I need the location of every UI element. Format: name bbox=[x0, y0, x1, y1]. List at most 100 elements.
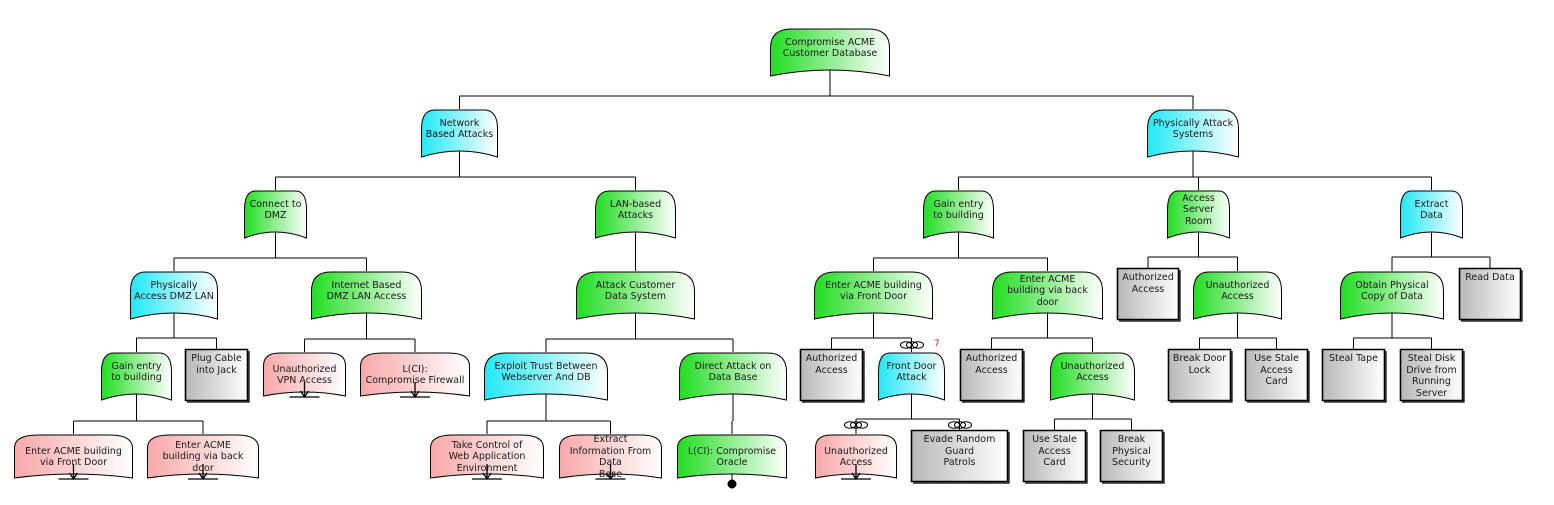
connector bbox=[304, 313, 416, 352]
node-unauthorized-back[interactable]: Unauthorized Access bbox=[1050, 350, 1135, 402]
node-shape bbox=[1050, 352, 1135, 401]
node-shape bbox=[959, 348, 1025, 403]
node-gain-entry-top[interactable]: Gain entry to building bbox=[923, 188, 994, 240]
connector bbox=[275, 151, 636, 190]
node-lci-firewall[interactable]: L(CI): Compromise Firewall bbox=[360, 350, 470, 400]
leaf-arrow-icon bbox=[595, 464, 626, 481]
node-break-door-lock[interactable]: Break Door Lock bbox=[1167, 348, 1233, 403]
node-enter-back-top[interactable]: Enter ACME building via back door bbox=[992, 269, 1103, 321]
node-authorized-front[interactable]: Authorized Access bbox=[799, 348, 865, 403]
chain-link-icon bbox=[900, 341, 924, 349]
leaf-arrow-icon bbox=[289, 382, 320, 399]
connector bbox=[991, 313, 1093, 352]
node-shape bbox=[484, 352, 608, 401]
node-read-data[interactable]: Read Data bbox=[1458, 267, 1523, 322]
node-label: Obtain Physical Copy of Data bbox=[1355, 279, 1429, 303]
node-label: Front Door Attack bbox=[886, 360, 937, 384]
node-label: Gain entry to building bbox=[111, 360, 162, 384]
node-shape bbox=[992, 271, 1103, 320]
node-label: Steal Tape bbox=[1328, 353, 1378, 364]
node-label: Extract Information From Data Base bbox=[569, 434, 652, 480]
node-root[interactable]: Compromise ACME Customer Database bbox=[770, 26, 890, 78]
connector bbox=[1147, 232, 1238, 271]
node-label: Physically Access DMZ LAN bbox=[134, 279, 214, 303]
node-shape bbox=[595, 190, 676, 239]
node-steal-tape[interactable]: Steal Tape bbox=[1321, 348, 1387, 403]
node-label: Use Stale Access Card bbox=[1254, 353, 1299, 387]
node-authorized-server[interactable]: Authorized Access bbox=[1116, 267, 1181, 322]
node-connect-dmz[interactable]: Connect to DMZ bbox=[244, 188, 307, 240]
node-stale-card-back[interactable]: Use Stale Access Card bbox=[1022, 429, 1088, 484]
node-shape bbox=[1022, 429, 1088, 484]
connector bbox=[731, 394, 734, 434]
node-label: Unauthorized Access bbox=[1205, 279, 1270, 303]
node-shape bbox=[263, 352, 346, 399]
node-shape bbox=[360, 352, 470, 399]
node-shape bbox=[799, 348, 865, 403]
node-plug-cable[interactable]: Plug Cable into Jack bbox=[184, 348, 250, 403]
node-unauthorized-vpn[interactable]: Unauthorized VPN Access bbox=[263, 350, 346, 400]
node-label: Take Control of Web Application Environm… bbox=[448, 439, 526, 474]
leaf-arrow-icon bbox=[58, 464, 89, 481]
connector bbox=[1199, 313, 1277, 351]
node-unauthorized-server[interactable]: Unauthorized Access bbox=[1193, 269, 1282, 321]
node-lci-oracle[interactable]: L(CI): Compromise Oracle bbox=[677, 432, 787, 489]
connector bbox=[73, 394, 204, 434]
node-unauthorized-front[interactable]: Unauthorized Access bbox=[815, 432, 897, 482]
node-shape bbox=[770, 28, 890, 77]
node-enter-front-top[interactable]: Enter ACME building via Front Door bbox=[814, 269, 933, 321]
node-label: Authorized Access bbox=[1122, 272, 1174, 295]
node-label: Enter ACME building via back door bbox=[1007, 273, 1088, 308]
chain-link-icon bbox=[948, 421, 972, 429]
node-label: Unauthorized Access bbox=[1060, 360, 1125, 384]
node-label: Enter ACME building via back door bbox=[162, 439, 244, 474]
node-shape bbox=[1340, 271, 1444, 320]
node-label: Direct Attack on Data Base bbox=[694, 360, 772, 384]
node-extract-data[interactable]: Extract Data bbox=[1400, 188, 1463, 240]
node-shape bbox=[1193, 271, 1282, 320]
node-shape bbox=[244, 190, 307, 239]
connector bbox=[136, 313, 217, 352]
node-lan-attacks[interactable]: LAN-based Attacks bbox=[595, 188, 676, 240]
leaf-arrow-icon bbox=[188, 464, 218, 481]
node-evade-guard[interactable]: Evade Random Guard Patrols bbox=[910, 429, 1010, 484]
node-steal-disk[interactable]: Steal Disk Drive from Running Server bbox=[1399, 348, 1465, 403]
node-enter-front-low[interactable]: Enter ACME building via Front Door bbox=[14, 432, 133, 482]
node-internet-dmz[interactable]: Internet Based DMZ LAN Access bbox=[311, 269, 422, 321]
node-obtain-copy[interactable]: Obtain Physical Copy of Data bbox=[1340, 269, 1444, 321]
node-access-server-room[interactable]: Access Server Room bbox=[1167, 188, 1230, 240]
node-shape bbox=[679, 352, 787, 401]
node-stale-card-server[interactable]: Use Stale Access Card bbox=[1244, 348, 1310, 403]
node-shape bbox=[910, 429, 1010, 484]
node-exploit-trust[interactable]: Exploit Trust Between Webserver And DB bbox=[484, 350, 608, 402]
node-network-attacks[interactable]: Network Based Attacks bbox=[421, 107, 498, 159]
node-enter-back-low[interactable]: Enter ACME building via back door bbox=[147, 432, 259, 482]
node-label: Break Physical Security bbox=[1111, 434, 1151, 468]
node-take-control[interactable]: Take Control of Web Application Environm… bbox=[430, 432, 544, 482]
leaf-arrow-icon bbox=[841, 464, 871, 481]
node-shape bbox=[559, 434, 662, 481]
node-front-door-attack[interactable]: Front Door Attack bbox=[878, 350, 945, 402]
node-label: Break Door Lock bbox=[1172, 353, 1227, 376]
node-label: Evade Random Guard Patrols bbox=[923, 434, 996, 468]
node-shape bbox=[421, 109, 498, 158]
node-authorized-back[interactable]: Authorized Access bbox=[959, 348, 1025, 403]
connector bbox=[486, 394, 611, 434]
node-shape bbox=[14, 434, 133, 481]
node-direct-attack[interactable]: Direct Attack on Data Base bbox=[679, 350, 787, 402]
node-attack-customer[interactable]: Attack Customer Data System bbox=[576, 269, 695, 321]
node-label: Enter ACME building via Front Door bbox=[825, 279, 922, 303]
node-extract-info[interactable]: Extract Information From Data Base bbox=[559, 432, 662, 482]
connector bbox=[459, 70, 1194, 109]
node-label: Enter ACME building via Front Door bbox=[25, 445, 122, 469]
node-gain-entry-dmz[interactable]: Gain entry to building bbox=[101, 350, 172, 402]
node-physically-attack[interactable]: Physically Attack Systems bbox=[1147, 107, 1239, 159]
connector bbox=[958, 151, 1432, 190]
leaf-arrow-icon bbox=[400, 382, 430, 399]
node-label: Plug Cable into Jack bbox=[191, 353, 242, 376]
node-physically-access-dmz[interactable]: Physically Access DMZ LAN bbox=[130, 269, 218, 321]
node-break-security[interactable]: Break Physical Security bbox=[1099, 429, 1165, 484]
node-shape bbox=[1167, 348, 1233, 403]
node-label: Attack Customer Data System bbox=[595, 279, 676, 303]
